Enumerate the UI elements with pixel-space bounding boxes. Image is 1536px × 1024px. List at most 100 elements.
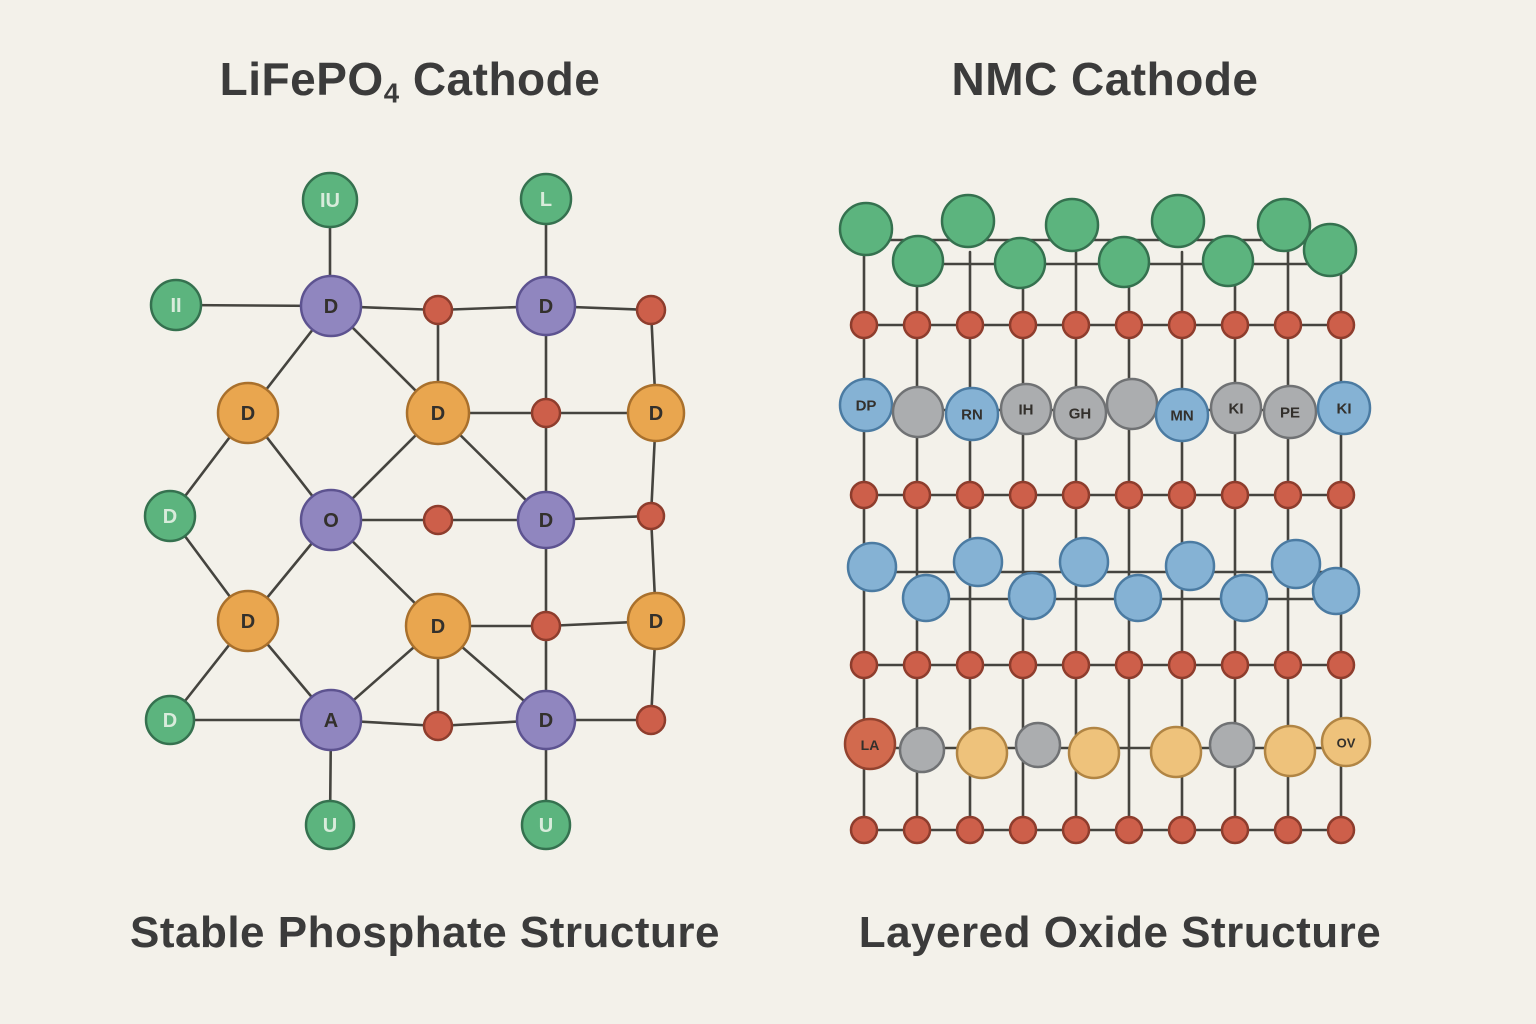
atom-label: O — [323, 510, 339, 532]
atom-red — [1114, 815, 1144, 845]
atom-purple — [299, 488, 363, 552]
atom-purple — [516, 490, 576, 550]
atom-label: II — [170, 295, 181, 317]
stable-phosphate-caption: Stable Phosphate Structure — [129, 908, 720, 957]
layered-oxide-caption: Layered Oxide Structure — [858, 908, 1382, 957]
atom-gray — [1014, 721, 1062, 769]
atom-orange — [404, 592, 472, 660]
atom-label: D — [163, 506, 177, 528]
atom-green — [1097, 235, 1151, 289]
atom-gray — [898, 726, 946, 774]
title-subscript: 4 — [383, 77, 400, 109]
atom-red — [1167, 650, 1197, 680]
atom-label: OV — [1337, 736, 1356, 751]
atom-red — [530, 397, 562, 429]
atom-purple — [515, 689, 577, 751]
atom-red — [902, 650, 932, 680]
atom-red — [1220, 815, 1250, 845]
atom-label: KI — [1229, 401, 1244, 418]
atom-green — [993, 236, 1047, 290]
atom-green — [838, 201, 894, 257]
atom-red — [636, 501, 666, 531]
atom-red — [902, 310, 932, 340]
atom-label: D — [539, 296, 553, 318]
atom-red — [1326, 815, 1356, 845]
atom-green — [940, 193, 996, 249]
atom-green — [304, 799, 356, 851]
atom-orange — [626, 591, 686, 651]
atom-red — [1114, 310, 1144, 340]
atom-label: D — [324, 296, 338, 318]
atom-gray — [999, 382, 1053, 436]
lifepo4-cathode-title: LiFePO4 Cathode — [0, 52, 820, 110]
atom-label: U — [323, 815, 337, 837]
atom-blue — [1113, 573, 1163, 623]
atom-red — [849, 310, 879, 340]
atom-blue — [1164, 540, 1216, 592]
atom-blue — [1154, 387, 1210, 443]
atom-label: D — [163, 710, 177, 732]
atom-red — [1008, 815, 1038, 845]
atom-orange — [216, 381, 280, 445]
atom-green — [301, 171, 359, 229]
atom-gray — [1052, 385, 1108, 441]
atom-red — [1167, 310, 1197, 340]
atom-green — [1256, 197, 1312, 253]
nmc-cathode-title: NMC Cathode — [951, 53, 1259, 105]
atom-purple — [515, 275, 577, 337]
atom-label: D — [431, 403, 445, 425]
atom-green — [1044, 197, 1100, 253]
atom-gray — [891, 385, 945, 439]
atom-green — [149, 278, 203, 332]
title-text-rest: Cathode — [399, 53, 601, 105]
atom-red — [1008, 310, 1038, 340]
atom-green — [1302, 222, 1358, 278]
atom-blue — [1316, 380, 1372, 436]
atom-blue — [1219, 573, 1269, 623]
atom-red — [955, 815, 985, 845]
title-text-main: LiFePO — [219, 53, 384, 105]
atom-red — [1326, 480, 1356, 510]
atom-green — [519, 172, 573, 226]
atom-blue — [1007, 571, 1057, 621]
atom-gray — [1209, 381, 1263, 435]
atom-red — [1273, 815, 1303, 845]
atom-red — [1167, 815, 1197, 845]
atom-red — [1061, 650, 1091, 680]
atom-blue — [901, 573, 951, 623]
atom-red — [1061, 480, 1091, 510]
atom-red — [635, 704, 667, 736]
atom-red — [955, 480, 985, 510]
atom-blue — [944, 386, 1000, 442]
atom-label: KI — [1337, 401, 1352, 418]
atom-red — [1220, 650, 1250, 680]
atom-purple — [299, 274, 363, 338]
atom-red — [1114, 480, 1144, 510]
atom-red — [1220, 310, 1250, 340]
atom-red — [1008, 650, 1038, 680]
atom-blue — [952, 536, 1004, 588]
atom-red — [849, 480, 879, 510]
atom-red — [1326, 310, 1356, 340]
atom-rust — [843, 717, 897, 771]
atom-label: D — [431, 616, 445, 638]
atom-peach — [1149, 725, 1203, 779]
atom-blue — [1058, 536, 1110, 588]
atom-green — [144, 694, 196, 746]
atom-red — [530, 610, 562, 642]
atom-red — [955, 310, 985, 340]
atom-red — [902, 480, 932, 510]
atom-label: IH — [1019, 402, 1034, 419]
atom-peach — [1067, 726, 1121, 780]
atom-red — [1326, 650, 1356, 680]
atom-green — [1201, 234, 1255, 288]
atom-label: D — [241, 611, 255, 633]
atom-green — [520, 799, 572, 851]
atom-red — [422, 504, 454, 536]
atom-label: D — [241, 403, 255, 425]
atom-green — [1150, 193, 1206, 249]
atom-label: RN — [961, 407, 983, 424]
atom-red — [1220, 480, 1250, 510]
